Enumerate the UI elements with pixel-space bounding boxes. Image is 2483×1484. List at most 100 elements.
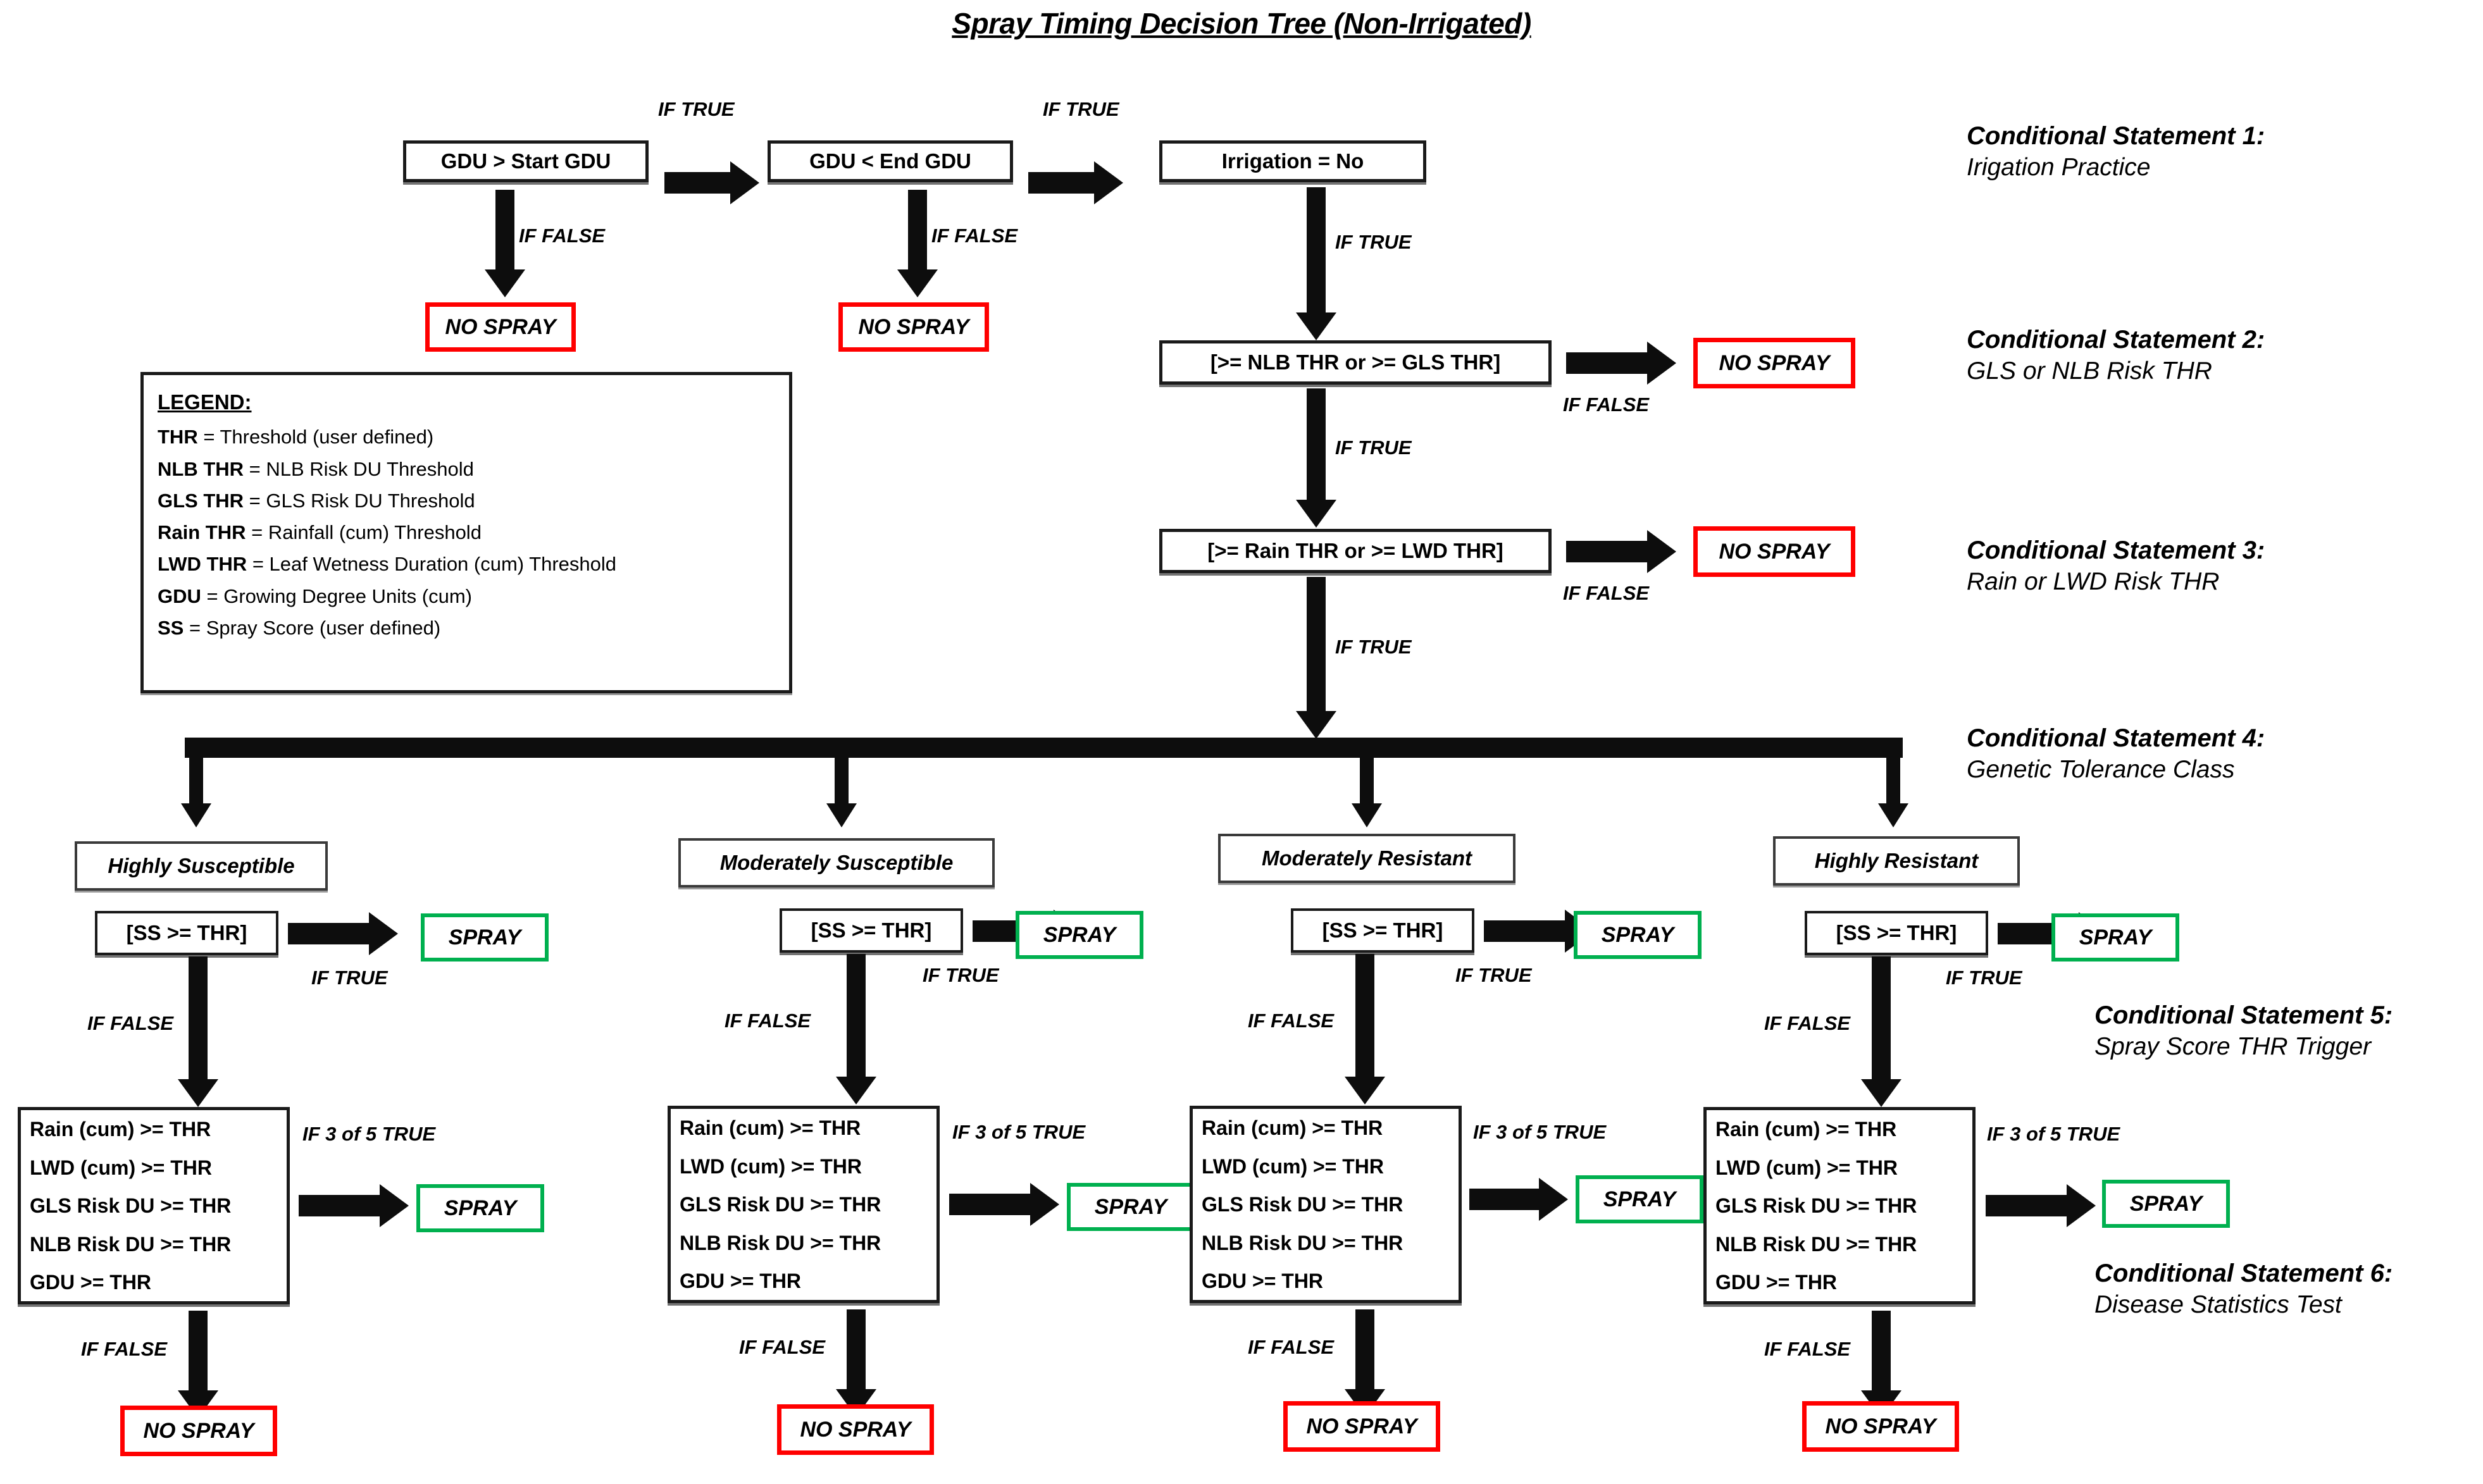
legend-definition: = GLS Risk DU Threshold — [244, 489, 475, 512]
arrow-ss-false-2 — [834, 954, 878, 1106]
conditional-statement-3-number: Conditional Statement 3: — [1967, 536, 2265, 564]
condition-item: NLB Risk DU >= THR — [30, 1232, 232, 1256]
condition-item: NLB Risk DU >= THR — [1202, 1231, 1403, 1254]
node-gdu-end[interactable]: GDU < End GDU — [768, 140, 1013, 182]
conditions-box-4[interactable]: Rain (cum) >= THR LWD (cum) >= THR GLS R… — [1703, 1107, 1976, 1304]
legend-term: SS — [158, 616, 184, 639]
condition-item: Rain (cum) >= THR — [1202, 1116, 1383, 1139]
page-title: Spray Timing Decision Tree (Non-Irrigate… — [952, 7, 1531, 40]
legend-definition: = NLB Risk DU Threshold — [244, 457, 474, 480]
legend-term: GLS THR — [158, 489, 244, 512]
label-if-false-ss-4: IF FALSE — [1764, 1012, 1851, 1034]
label-if-false-4: IF FALSE — [1563, 582, 1650, 604]
arrow-nlb-gls-true — [1294, 388, 1338, 529]
label-if-false-stats-2: IF FALSE — [739, 1336, 826, 1358]
ss-test-label: [SS >= THR] — [811, 918, 932, 942]
condition-item: LWD (cum) >= THR — [1715, 1156, 1898, 1179]
condition-item: GLS Risk DU >= THR — [1715, 1194, 1917, 1217]
legend-term: NLB THR — [158, 457, 244, 480]
conditional-statement-6-name: Disease Statistics Test — [2094, 1291, 2342, 1319]
ss-test-box-1[interactable]: [SS >= THR] — [95, 911, 278, 955]
conditional-statement-4-name: Genetic Tolerance Class — [1967, 756, 2235, 784]
outcome-no-spray-1-label: NO SPRAY — [445, 314, 556, 339]
ss-test-box-3[interactable]: [SS >= THR] — [1291, 908, 1474, 953]
outcome-no-spray-4: NO SPRAY — [1693, 526, 1855, 577]
arrow-gdu-start-to-end — [664, 161, 759, 204]
label-if-false-stats-3: IF FALSE — [1248, 1336, 1335, 1358]
class-box-moderately-resistant[interactable]: Moderately Resistant — [1218, 834, 1515, 883]
class-label: Moderately Susceptible — [719, 851, 954, 874]
outcome-spray-ss-3: SPRAY — [1574, 911, 1702, 959]
node-irrigation[interactable]: Irrigation = No — [1159, 140, 1426, 182]
outcome-no-spray-stats-1: NO SPRAY — [120, 1406, 277, 1456]
label-if-true-ss-3: IF TRUE — [1455, 964, 1532, 986]
condition-item: Rain (cum) >= THR — [1715, 1118, 1897, 1141]
ss-test-box-2[interactable]: [SS >= THR] — [780, 908, 963, 953]
outcome-no-spray-label: NO SPRAY — [143, 1418, 254, 1443]
outcome-no-spray-1: NO SPRAY — [425, 302, 576, 352]
outcome-spray-label: SPRAY — [1601, 922, 1674, 947]
arrow-stats-true-1 — [299, 1184, 413, 1227]
outcome-spray-stats-3: SPRAY — [1576, 1175, 1703, 1223]
label-if-true-5: IF TRUE — [1335, 636, 1412, 658]
class-box-highly-resistant[interactable]: Highly Resistant — [1773, 836, 2020, 886]
outcome-spray-label: SPRAY — [1043, 922, 1116, 947]
label-if-3of5-2: IF 3 of 5 TRUE — [952, 1121, 1086, 1143]
conditional-statement-1: Conditional Statement 1: Irigation Pract… — [1967, 120, 2265, 183]
arrow-nlb-gls-false — [1566, 342, 1680, 385]
legend-heading: LEGEND: — [158, 390, 252, 414]
legend-definition: = Growing Degree Units (cum) — [201, 584, 473, 607]
outcome-spray-stats-2: SPRAY — [1067, 1183, 1195, 1231]
outcome-spray-ss-2: SPRAY — [1016, 911, 1143, 959]
legend-item: GLS THR = GLS Risk DU Threshold — [158, 485, 778, 517]
condition-item: NLB Risk DU >= THR — [1715, 1232, 1917, 1256]
legend-definition: = Spray Score (user defined) — [184, 616, 441, 639]
legend-term: GDU — [158, 584, 201, 607]
outcome-no-spray-4-label: NO SPRAY — [1719, 539, 1830, 564]
outcome-no-spray-3: NO SPRAY — [1693, 338, 1855, 388]
legend-definition: = Leaf Wetness Duration (cum) Threshold — [247, 553, 617, 576]
label-if-false-1: IF FALSE — [519, 225, 606, 247]
label-if-false-ss-1: IF FALSE — [87, 1012, 174, 1034]
arrow-rain-lwd-true — [1294, 577, 1338, 740]
arrow-stats-false-2 — [834, 1309, 878, 1417]
conditional-statement-5-number: Conditional Statement 5: — [2094, 1001, 2393, 1029]
conditional-statement-3: Conditional Statement 3: Rain or LWD Ris… — [1967, 535, 2265, 598]
legend-item: SS = Spray Score (user defined) — [158, 612, 778, 644]
class-label: Highly Susceptible — [108, 854, 295, 877]
label-if-true-ss-1: IF TRUE — [311, 967, 388, 989]
conditional-statement-3-name: Rain or LWD Risk THR — [1967, 568, 2220, 596]
node-rain-lwd-threshold[interactable]: [>= Rain THR or >= LWD THR] — [1159, 529, 1552, 573]
arrow-split-col4 — [1874, 738, 1912, 827]
conditions-box-2[interactable]: Rain (cum) >= THR LWD (cum) >= THR GLS R… — [668, 1106, 940, 1303]
outcome-no-spray-stats-2: NO SPRAY — [777, 1404, 934, 1455]
conditional-statement-4-number: Conditional Statement 4: — [1967, 724, 2265, 752]
condition-item: LWD (cum) >= THR — [680, 1154, 862, 1178]
arrow-ss-false-4 — [1859, 956, 1903, 1108]
class-label: Highly Resistant — [1814, 849, 1979, 872]
node-nlb-gls-threshold[interactable]: [>= NLB THR or >= GLS THR] — [1159, 340, 1552, 385]
label-if-true-3: IF TRUE — [1335, 231, 1412, 253]
arrow-split-col1 — [177, 738, 215, 827]
outcome-spray-label: SPRAY — [1094, 1194, 1167, 1219]
arrow-gdu-end-false — [895, 190, 940, 297]
legend-item: NLB THR = NLB Risk DU Threshold — [158, 454, 778, 485]
label-if-false-2: IF FALSE — [931, 225, 1018, 247]
node-gdu-start[interactable]: GDU > Start GDU — [403, 140, 649, 182]
conditional-statement-1-number: Conditional Statement 1: — [1967, 122, 2265, 150]
conditions-box-3[interactable]: Rain (cum) >= THR LWD (cum) >= THR GLS R… — [1190, 1106, 1462, 1303]
label-if-true-4: IF TRUE — [1335, 436, 1412, 459]
class-box-moderately-susceptible[interactable]: Moderately Susceptible — [678, 838, 995, 887]
arrow-stats-true-2 — [949, 1183, 1063, 1226]
legend-item: GDU = Growing Degree Units (cum) — [158, 581, 778, 612]
node-rain-lwd-label: [>= Rain THR or >= LWD THR] — [1207, 538, 1503, 562]
ss-test-label: [SS >= THR] — [1322, 918, 1443, 942]
conditions-box-1[interactable]: Rain (cum) >= THR LWD (cum) >= THR GLS R… — [18, 1107, 290, 1304]
tolerance-class-split-bar — [185, 738, 1903, 758]
condition-item: GDU >= THR — [30, 1271, 152, 1294]
condition-item: GLS Risk DU >= THR — [1202, 1193, 1403, 1216]
arrow-rain-lwd-false — [1566, 530, 1680, 573]
ss-test-box-4[interactable]: [SS >= THR] — [1805, 911, 1988, 955]
label-if-3of5-4: IF 3 of 5 TRUE — [1987, 1123, 2120, 1145]
class-box-highly-susceptible[interactable]: Highly Susceptible — [75, 841, 328, 891]
